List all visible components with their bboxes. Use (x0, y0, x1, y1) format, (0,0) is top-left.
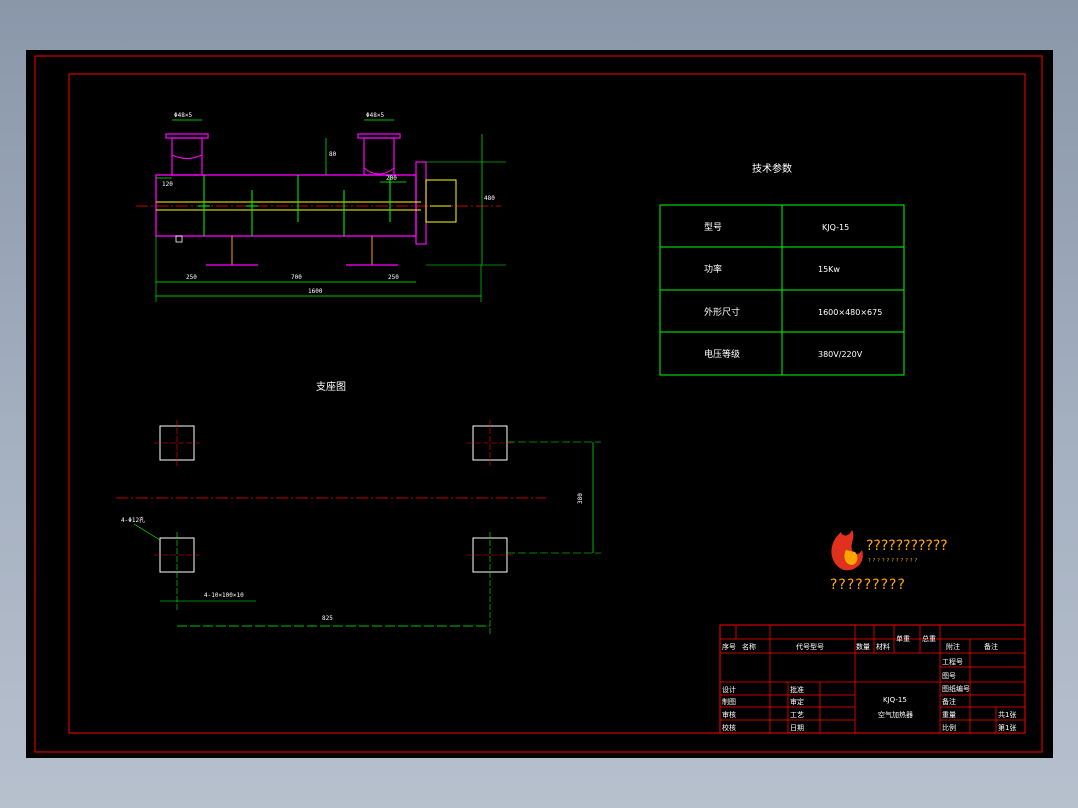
tb-header-remark: 备注 (984, 642, 998, 651)
outer-frame (34, 55, 1043, 753)
dim-right-480: 480 (484, 195, 495, 202)
param-label-size: 外形尺寸 (704, 306, 740, 318)
tb-drawing-model: KJQ-15 (883, 696, 907, 704)
tb-signer-review: 审核 (722, 710, 736, 719)
tb-signer-design: 设计 (722, 685, 736, 694)
param-value-size: 1600×480×675 (818, 308, 882, 317)
dim-flange-left: Φ48×5 (174, 112, 192, 119)
cad-drawing-canvas: Φ48×5 Φ48×5 80 120 200 480 250 700 250 1… (26, 50, 1053, 758)
dim-total-1600: 1600 (308, 288, 323, 295)
tb-label-project: 工程号 (942, 657, 963, 666)
support-view-title: 支座图 (316, 380, 346, 393)
logo-sub-line: ??????????? (868, 558, 919, 564)
dim-inner-200: 200 (386, 175, 397, 182)
dim-span-vertical: 380 (577, 493, 584, 504)
tb-signer-draw: 制图 (722, 697, 736, 706)
support-view: 支座图 380 825 4-10×100×10 4-Φ12孔 (116, 380, 601, 635)
dim-bottom-250-right: 250 (388, 274, 399, 281)
param-value-model: KJQ-15 (822, 223, 849, 232)
tb-label-drawing-no: 图号 (942, 672, 956, 680)
tb-header-material: 材料 (876, 642, 890, 651)
param-value-voltage: 380V/220V (818, 350, 863, 359)
tb-label-sheet-code: 图纸编号 (942, 684, 970, 693)
param-label-power: 功率 (704, 263, 722, 275)
tb-header-name: 名称 (742, 642, 756, 651)
tb-label-remark: 备注 (942, 697, 956, 706)
flame-icon (831, 530, 863, 571)
tb-header-note: 附注 (946, 642, 960, 651)
tb-signer-check: 校核 (722, 723, 736, 732)
dim-height-80: 80 (329, 151, 337, 158)
cad-drawing: Φ48×5 Φ48×5 80 120 200 480 250 700 250 1… (34, 55, 1043, 753)
tb-signer-date: 日期 (790, 724, 804, 732)
dim-flange-right: Φ48×5 (366, 112, 384, 119)
tb-sheet-total: 共1张 (998, 710, 1016, 719)
tb-header-model: 代号型号 (796, 642, 824, 651)
tb-header-total-weight: 总重 (922, 634, 936, 643)
param-value-power: 15Kw (818, 265, 840, 274)
tb-signer-process: 工艺 (790, 711, 804, 719)
tb-header-seq: 序号 (722, 642, 736, 651)
tech-params-title: 技术参数 (752, 162, 792, 175)
tb-header-qty: 数量 (856, 642, 870, 651)
dim-bottom-700: 700 (291, 274, 302, 281)
dim-left-120: 120 (162, 181, 173, 188)
dim-hole-label: 4-10×100×10 (204, 592, 244, 599)
tech-params: 技术参数 型号 KJQ-15 功率 15Kw 外形尺寸 1600×480×675… (659, 162, 905, 376)
logo-company-line: ????????? (830, 577, 906, 593)
dim-hole-note: 4-Φ12孔 (121, 516, 145, 524)
company-logo: ??????????? ??????????? ????????? (830, 530, 948, 593)
param-label-model: 型号 (704, 222, 722, 233)
tb-sheet-number: 第1张 (998, 723, 1016, 732)
title-block: 序号 名称 代号型号 数量 材料 单重 总重 附注 备注 设计 制图 审核 校核… (719, 624, 1026, 734)
tb-signer-verify: 审定 (790, 697, 804, 706)
heater-body (155, 174, 417, 237)
tb-label-weight: 重量 (942, 711, 956, 719)
tb-header-unit-weight: 单重 (896, 634, 910, 643)
main-view: Φ48×5 Φ48×5 80 120 200 480 250 700 250 1… (136, 112, 506, 302)
nozzle-right (363, 137, 395, 176)
tb-label-scale: 比例 (942, 723, 956, 732)
tb-signer-approve: 批准 (790, 685, 804, 694)
terminal-box (415, 161, 427, 245)
inner-frame (68, 73, 1026, 734)
logo-name-line: ??????????? (866, 538, 948, 554)
dim-bottom-250-left: 250 (186, 274, 197, 281)
tb-drawing-name: 空气加热器 (878, 710, 913, 719)
param-label-voltage: 电压等级 (704, 348, 740, 360)
dim-span-horizontal: 825 (322, 615, 333, 622)
